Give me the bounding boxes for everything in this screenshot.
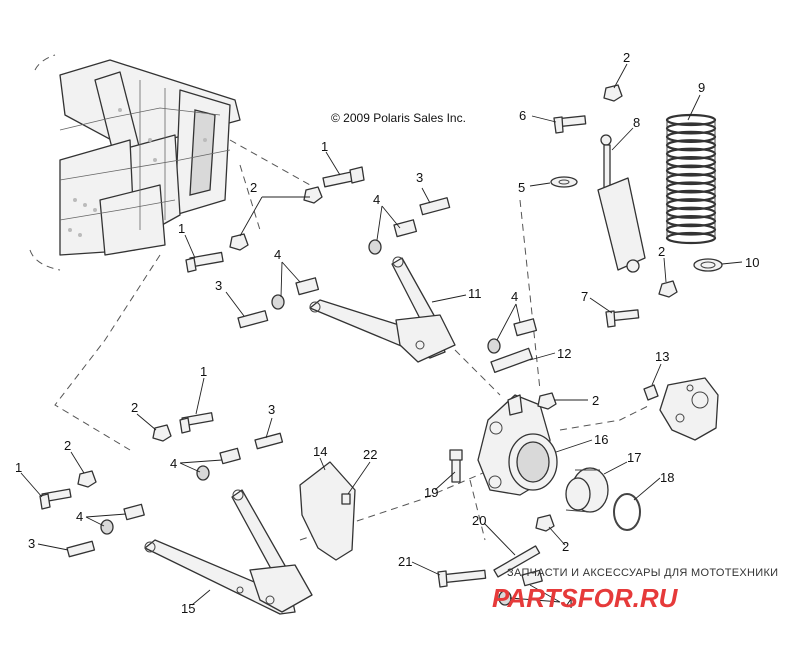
bolt-22 bbox=[341, 493, 351, 505]
bushings-4-bottom bbox=[498, 569, 543, 606]
callout-16: 16 bbox=[594, 432, 608, 447]
knuckle-16 bbox=[477, 394, 558, 496]
bushing-3-upper bbox=[419, 197, 451, 216]
bearing-17 bbox=[565, 467, 609, 513]
callout-8: 8 bbox=[633, 115, 640, 130]
bolt-1-low bbox=[179, 412, 214, 434]
bushings-4-mid bbox=[271, 277, 320, 310]
upper-a-arm-11 bbox=[309, 256, 456, 363]
callout-19: 19 bbox=[424, 485, 438, 500]
bolt-1-upper bbox=[322, 166, 365, 188]
sleeve-20 bbox=[493, 545, 541, 578]
callout-4-bottom: 4 bbox=[566, 596, 573, 611]
callout-3-upper: 3 bbox=[416, 170, 423, 185]
bushing-3-left bbox=[66, 540, 96, 558]
watermark-brand: PARTSFOR.RU bbox=[492, 583, 679, 613]
skid-plate-14 bbox=[299, 461, 356, 561]
bushings-4-upper bbox=[368, 219, 418, 255]
bolt-1-mid bbox=[185, 251, 224, 273]
callout-3-low: 3 bbox=[268, 402, 275, 417]
callout-13: 13 bbox=[655, 349, 669, 364]
callout-4-upper: 4 bbox=[373, 192, 380, 207]
spring-9 bbox=[665, 113, 717, 245]
nut-2-knuckle bbox=[537, 392, 557, 410]
nut-2-low bbox=[152, 424, 172, 442]
callout-3-mid: 3 bbox=[215, 278, 222, 293]
callout-1-left: 1 bbox=[15, 460, 22, 475]
watermark-subtitle: ЗАПЧАСТИ И АКСЕССУАРЫ ДЛЯ МОТОТЕХНИКИ bbox=[507, 567, 778, 579]
callout-2-left: 2 bbox=[64, 438, 71, 453]
bushings-4-left bbox=[100, 503, 145, 535]
callout-1-upper: 1 bbox=[321, 139, 328, 154]
shock-8 bbox=[597, 134, 646, 273]
callout-18: 18 bbox=[660, 470, 674, 485]
callout-14: 14 bbox=[313, 444, 327, 459]
callout-21: 21 bbox=[398, 554, 412, 569]
callout-2-top: 2 bbox=[623, 50, 630, 65]
nut-2-bottom bbox=[535, 514, 555, 532]
callout-labels: 2 9 6 8 1 3 2 4 5 1 4 2 10 3 11 4 7 12 1… bbox=[15, 50, 759, 616]
washer-5 bbox=[550, 176, 578, 188]
bolt-13 bbox=[643, 384, 659, 401]
sleeve-12 bbox=[490, 347, 533, 373]
nut-2-shock bbox=[658, 280, 678, 298]
callout-9: 9 bbox=[698, 80, 705, 95]
retainer-10 bbox=[693, 258, 723, 272]
nut-2-upper-left bbox=[229, 233, 249, 251]
snap-ring-18 bbox=[613, 493, 641, 531]
callout-11: 11 bbox=[468, 286, 482, 301]
bolt-7 bbox=[605, 309, 640, 328]
vehicle-frame bbox=[29, 54, 241, 271]
callout-15: 15 bbox=[181, 601, 195, 616]
callout-4-left: 4 bbox=[76, 509, 83, 524]
copyright-notice: © 2009 Polaris Sales Inc. bbox=[331, 111, 466, 125]
nut-2-top bbox=[603, 84, 623, 102]
bushing-3-low bbox=[254, 432, 284, 450]
nut-2-left bbox=[77, 470, 97, 488]
callout-5: 5 bbox=[518, 180, 525, 195]
callout-2-knuckle: 2 bbox=[592, 393, 599, 408]
bushing-3-mid bbox=[237, 310, 269, 329]
callout-4-mid: 4 bbox=[274, 247, 281, 262]
lower-a-arm-15 bbox=[144, 489, 313, 615]
callout-2-shock: 2 bbox=[658, 244, 665, 259]
callout-22: 22 bbox=[363, 447, 377, 462]
callout-1-low: 1 bbox=[200, 364, 207, 379]
nut-2-upper bbox=[303, 186, 323, 204]
bushings-4-right bbox=[487, 318, 538, 354]
callout-20: 20 bbox=[472, 513, 486, 528]
callout-4-low: 4 bbox=[170, 456, 177, 471]
brake-caliper bbox=[659, 377, 719, 441]
bolt-1-left bbox=[39, 488, 72, 510]
callout-10: 10 bbox=[745, 255, 759, 270]
bolt-21 bbox=[437, 569, 487, 588]
callout-2-low: 2 bbox=[131, 400, 138, 415]
bolt-19 bbox=[449, 449, 463, 483]
leader-lines bbox=[20, 63, 743, 606]
bolt-6 bbox=[553, 115, 587, 134]
callout-12: 12 bbox=[557, 346, 571, 361]
callout-2-bottom: 2 bbox=[562, 539, 569, 554]
watermark: ЗАПЧАСТИ И АКСЕССУАРЫ ДЛЯ МОТОТЕХНИКИ PA… bbox=[492, 567, 778, 613]
callout-4-right: 4 bbox=[511, 289, 518, 304]
callout-3-left: 3 bbox=[28, 536, 35, 551]
callout-6: 6 bbox=[519, 108, 526, 123]
callout-1-mid: 1 bbox=[178, 221, 185, 236]
callout-7: 7 bbox=[581, 289, 588, 304]
callout-2-upper: 2 bbox=[250, 180, 257, 195]
bushings-4-low bbox=[196, 447, 241, 481]
callout-17: 17 bbox=[627, 450, 641, 465]
